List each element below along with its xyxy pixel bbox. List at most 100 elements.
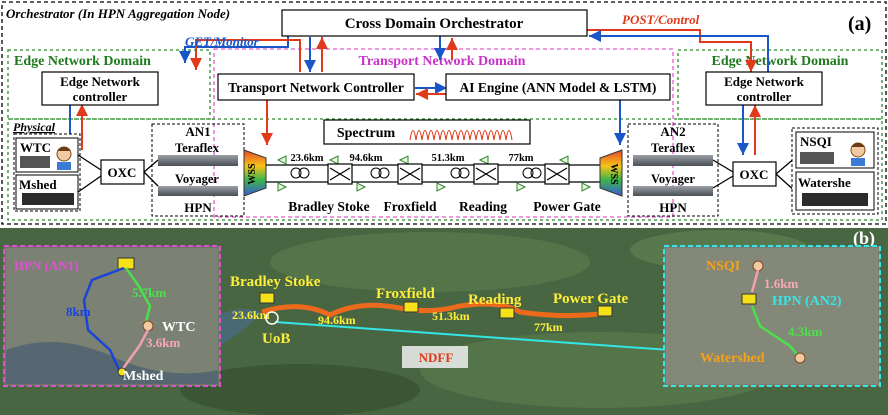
- watershed-a-label: Watershe: [798, 175, 851, 190]
- transport-domain-label: Transport Network Domain: [359, 54, 526, 69]
- get-arrow-right: [589, 30, 769, 72]
- edge-controller-left-l2: controller: [73, 89, 128, 104]
- panel-b: (b) HPN (AN1) 8km 5.7km WTC 3.6km Mshed …: [0, 228, 888, 415]
- nsqi-label: NSQI: [800, 134, 832, 149]
- oxc-right-label: OXC: [740, 167, 769, 182]
- fibre-spool-icon: [522, 167, 534, 179]
- get-monitor-label: GET/Monitor: [185, 34, 260, 49]
- dist-4: 77km: [508, 153, 533, 164]
- ndff-logo: [402, 346, 468, 368]
- post-arrow-right: [586, 29, 757, 72]
- d-57km-label: 5.7km: [132, 285, 166, 300]
- b-uob-label: UoB: [262, 331, 290, 347]
- ai-engine-box: [445, 73, 671, 101]
- link-oxc-teraflex: [143, 159, 159, 173]
- b-wtc-label: WTC: [162, 320, 195, 335]
- site-3-label: Reading: [459, 199, 507, 214]
- server-icon: [802, 193, 868, 206]
- node-icon: [597, 305, 613, 317]
- node-icon: [741, 293, 757, 305]
- node-icon: [499, 307, 515, 319]
- amplifier-triangles: [276, 155, 592, 192]
- edge-controller-right-box: [705, 71, 823, 106]
- amplifier-icon: [356, 182, 367, 192]
- b-mshed-label: Mshed: [123, 369, 164, 384]
- edge-controller-left-box: [41, 71, 159, 106]
- b-watershed-label: Watershed: [700, 351, 765, 366]
- person-icon: [56, 146, 72, 170]
- mshed-label: Mshed: [19, 177, 57, 192]
- node-icon: [259, 292, 275, 304]
- link-to-inset-right: [274, 321, 671, 351]
- post-arrow-left: [190, 39, 301, 72]
- hpn-an1-label: HPN (AN1): [14, 258, 79, 273]
- fibre-spool-icon: [450, 167, 462, 179]
- amplifier-icon: [581, 182, 592, 192]
- b-froxfield-label: Froxfield: [376, 286, 436, 302]
- d-36km-label: 3.6km: [146, 335, 180, 350]
- b-reading-label: Reading: [468, 292, 522, 308]
- b-d16km-label: 1.6km: [764, 276, 798, 291]
- fibre-spools: [290, 167, 542, 179]
- ai-engine: AI Engine (ANN Model & LSTM): [460, 80, 657, 95]
- site-labels-a: Bradley Stoke Froxfield Reading Power Ga…: [288, 199, 601, 214]
- amplifier-icon: [276, 155, 287, 165]
- amplifier-icon: [328, 155, 339, 165]
- panel-b-label: (b): [853, 228, 875, 249]
- hpn-left-label: HPN: [184, 200, 212, 215]
- pin-icon: [117, 367, 127, 377]
- physical-region: [7, 118, 883, 221]
- cross-domain-orchestrator: Cross Domain Orchestrator: [345, 16, 524, 32]
- wss-left: [243, 149, 267, 197]
- panel-a-label: (a): [848, 13, 871, 35]
- route-8km: [82, 266, 125, 373]
- amplifier-icon: [436, 182, 447, 192]
- b-d513-label: 51.3km: [432, 309, 470, 323]
- fibre-spool-icon: [290, 167, 302, 179]
- b-d236-label: 23.6km: [232, 308, 270, 322]
- person-icon: [850, 142, 866, 166]
- edge-domain-right-label: Edge Network Domain: [712, 54, 849, 69]
- an2-group: [627, 123, 719, 217]
- b-d43km-label: 4.3km: [788, 324, 822, 339]
- an2-label: AN2: [660, 124, 685, 139]
- b-d77-label: 77km: [534, 320, 563, 334]
- server-icon: [800, 152, 834, 164]
- transport-controller-box: [217, 73, 415, 101]
- amplifier-icon: [478, 155, 489, 165]
- fibre-spool-icon: [370, 167, 382, 179]
- teraflex-right-device: [633, 155, 713, 166]
- amplifier-icon: [398, 155, 409, 165]
- dist-3: 51.3km: [432, 153, 465, 164]
- teraflex-left-device: [158, 155, 238, 166]
- route-43km: [750, 305, 801, 359]
- wss-left-label: WSS: [247, 163, 258, 185]
- edge-controller-right-l1: Edge Network: [724, 74, 805, 89]
- orchestrator-region-label: Orchestrator (In HPN Aggregation Node): [6, 6, 230, 21]
- post-control-label: POST/Control: [622, 12, 700, 27]
- edge-domain-left-region: [7, 49, 211, 120]
- roadm-nodes: [327, 163, 570, 185]
- oxc-right-box: [732, 161, 777, 187]
- site-1-label: Bradley Stoke: [288, 199, 369, 214]
- wss-right: [599, 149, 623, 197]
- voyager-left-device: [158, 186, 238, 196]
- wtc-label: WTC: [20, 140, 51, 155]
- server-icon: [20, 156, 50, 168]
- link-teraflex-oxc: [712, 159, 734, 173]
- wss-right-label: WSS: [608, 163, 619, 185]
- edge-controller-right-l2: controller: [737, 89, 792, 104]
- site-2-label: Froxfield: [384, 199, 437, 214]
- b-hpn-an2-label: HPN (AN2): [772, 294, 842, 309]
- link-voyager-oxc: [712, 175, 734, 189]
- b-d946-label: 94.6km: [318, 313, 356, 327]
- control-arrows: [64, 29, 769, 155]
- transport-controller: Transport Network Controller: [228, 80, 404, 95]
- transport-domain-region: [213, 48, 674, 218]
- voyager-right-label: Voyager: [651, 172, 695, 186]
- panel-a: Orchestrator (In HPN Aggregation Node) (…: [1, 1, 887, 225]
- spectrum-label: Spectrum: [337, 126, 396, 141]
- spectrum-waveform: [409, 129, 513, 141]
